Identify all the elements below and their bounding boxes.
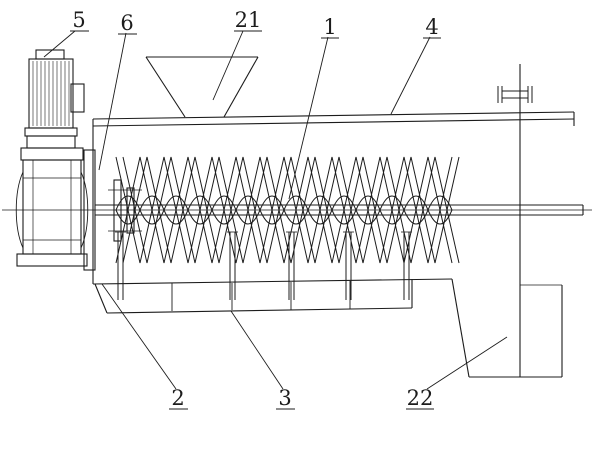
leader-lines — [43, 30, 508, 390]
leader-line-3 — [230, 310, 284, 390]
screw-hub-wave-lower — [115, 195, 453, 225]
part-label-1: 1 — [323, 15, 336, 39]
hanger-bolts — [115, 231, 412, 300]
part-label-5: 5 — [72, 8, 85, 32]
shaft — [2, 204, 592, 216]
leader-line-21 — [212, 30, 244, 101]
screw-flight — [115, 156, 460, 264]
part-label-3: 3 — [278, 386, 291, 410]
gear-reducer — [15, 135, 89, 267]
leader-line-2 — [101, 283, 177, 390]
label-underlines — [70, 30, 441, 410]
discharge-chute — [451, 64, 563, 378]
part-label-4: 4 — [425, 15, 438, 39]
motor-terminal-box — [70, 83, 85, 113]
part-label-6: 6 — [120, 11, 133, 35]
bottom-liner — [94, 279, 413, 314]
motor — [24, 49, 85, 137]
feed-hopper — [145, 56, 259, 118]
leader-line-6 — [98, 32, 127, 171]
trough-casing — [92, 111, 575, 285]
leader-line-22 — [426, 336, 508, 390]
part-labels: 5 6 21 1 4 2 3 22 — [72, 8, 438, 410]
leader-line-1 — [288, 36, 329, 200]
motor-hatching — [32, 61, 70, 126]
leader-line-4 — [390, 36, 431, 115]
end-plate — [83, 149, 96, 271]
pipe-fitting — [497, 86, 533, 103]
drawing-linework — [2, 30, 592, 410]
part-label-22: 22 — [407, 386, 434, 410]
leader-line-5 — [43, 30, 76, 58]
part-label-2: 2 — [171, 386, 184, 410]
part-label-21: 21 — [235, 8, 262, 32]
